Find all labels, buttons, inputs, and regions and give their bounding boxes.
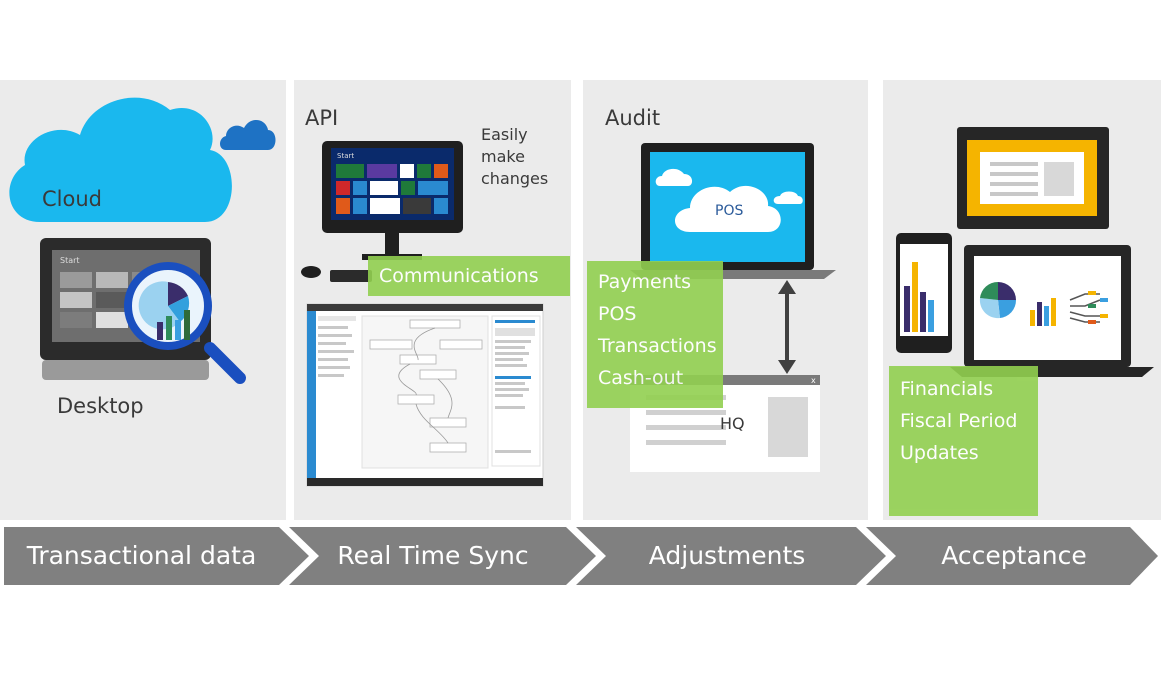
- svg-text:x: x: [811, 376, 816, 385]
- acceptance-item-updates: Updates: [900, 442, 979, 464]
- tablet-icon: [957, 127, 1109, 229]
- note-line-1: Easily: [481, 125, 528, 144]
- step-label-acceptance: Acceptance: [941, 541, 1087, 570]
- hq-label: HQ: [720, 414, 745, 433]
- audit-item-transactions: Transactions: [598, 335, 717, 357]
- laptop-icon: [630, 143, 836, 279]
- desktop-label: Desktop: [57, 394, 144, 418]
- step-label-adjustments: Adjustments: [648, 541, 806, 570]
- audit-items-box: Payments POS Transactions Cash-out: [587, 261, 723, 408]
- communications-box: Communications: [368, 256, 570, 296]
- process-step-bar: [4, 527, 1158, 585]
- audit-item-pos: POS: [598, 303, 637, 325]
- note-line-2: make: [481, 147, 525, 166]
- pos-cloud-label: POS: [715, 203, 744, 219]
- api-title: API: [305, 106, 339, 130]
- note-line-3: changes: [481, 169, 549, 188]
- desktop-screen-start-text: Start: [60, 256, 80, 265]
- step-arrow-2: [289, 527, 596, 585]
- cloud-label: Cloud: [42, 187, 102, 211]
- communications-label: Communications: [379, 265, 539, 287]
- acceptance-items-box: Financials Fiscal Period Updates: [889, 366, 1038, 516]
- step-label-transactional-data: Transactional data: [26, 541, 257, 570]
- audit-title: Audit: [605, 106, 661, 130]
- step-arrow-4: [866, 527, 1158, 585]
- step-label-real-time-sync: Real Time Sync: [337, 541, 529, 570]
- laptop-dashboard-icon: [950, 245, 1154, 377]
- easily-make-changes-note: Easily make changes: [481, 124, 548, 190]
- api-screen-start-text: Start: [337, 152, 354, 160]
- small-cloud-icon: [220, 119, 276, 150]
- acceptance-item-fiscal-period: Fiscal Period: [900, 410, 1018, 432]
- phone-icon: [896, 233, 952, 353]
- workflow-app-screenshot: [306, 303, 544, 487]
- step-arrow-1: [4, 527, 309, 585]
- magnifier-icon: [124, 262, 246, 384]
- step-arrow-3: [576, 527, 886, 585]
- audit-item-cash-out: Cash-out: [598, 367, 684, 389]
- acceptance-item-financials: Financials: [900, 378, 994, 400]
- api-monitor-icon: [301, 141, 463, 282]
- audit-item-payments: Payments: [598, 271, 692, 293]
- sync-double-arrow-icon: [778, 280, 796, 374]
- cloud-icon: [9, 97, 232, 222]
